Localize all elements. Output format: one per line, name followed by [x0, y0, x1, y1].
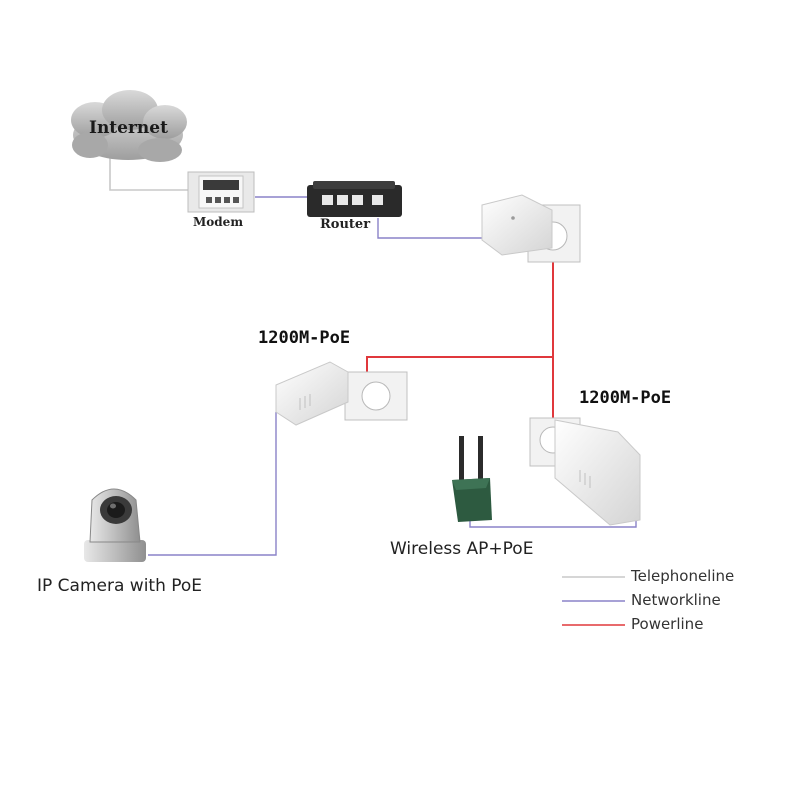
legend-powerline-label: Powerline [631, 615, 704, 633]
legend-telephoneline-label: Telephoneline [631, 567, 735, 585]
wireless-ap-icon [452, 436, 492, 522]
adapter-right-label: 1200M-PoE [579, 388, 672, 408]
power-line-left [366, 356, 553, 372]
powerline-adapter-left-icon [275, 361, 408, 426]
powerline-adapter-right-icon [529, 417, 641, 526]
internet-cloud-icon [71, 90, 187, 162]
ip-camera-icon [84, 488, 146, 562]
internet-label: Internet [89, 118, 168, 138]
network-line-router-adapter [377, 218, 483, 239]
legend-networkline-label: Networkline [631, 591, 721, 609]
telephone-line [109, 150, 195, 191]
legend-lines [562, 576, 625, 626]
modem-icon [187, 171, 255, 213]
adapter-left-label: 1200M-PoE [258, 328, 351, 348]
router-label: Router [320, 217, 371, 232]
powerline-adapter-top-icon [481, 194, 581, 263]
network-line-camera [148, 412, 277, 556]
wireless-ap-label: Wireless AP+PoE [390, 539, 534, 559]
ip-camera-label: IP Camera with PoE [37, 576, 203, 596]
router-icon [307, 181, 402, 217]
modem-label: Modem [193, 215, 244, 229]
